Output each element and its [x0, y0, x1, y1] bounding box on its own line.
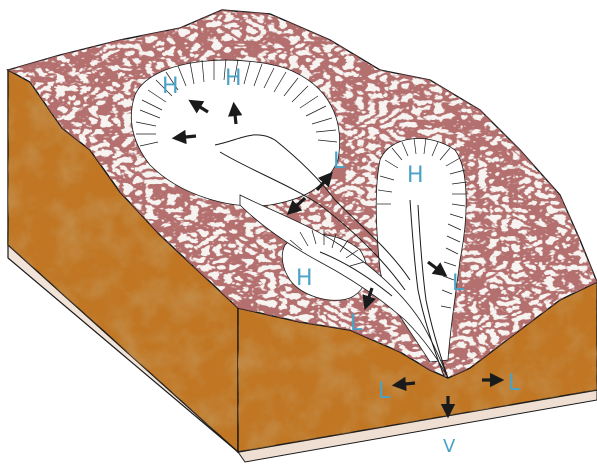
- arrow-diverge-2: [234, 106, 236, 124]
- label-h2: H: [225, 66, 242, 91]
- label-v: V: [443, 436, 456, 457]
- arrow-front-left: [396, 383, 415, 385]
- label-l5: L: [508, 371, 521, 396]
- label-l1: L: [333, 149, 346, 174]
- label-l2: L: [452, 271, 465, 296]
- label-h3: H: [407, 163, 424, 188]
- label-l3: L: [350, 311, 363, 336]
- label-h4: H: [296, 266, 313, 291]
- arrow-diverge-3: [176, 136, 196, 138]
- label-l4: L: [378, 379, 391, 404]
- label-h1: H: [162, 74, 179, 99]
